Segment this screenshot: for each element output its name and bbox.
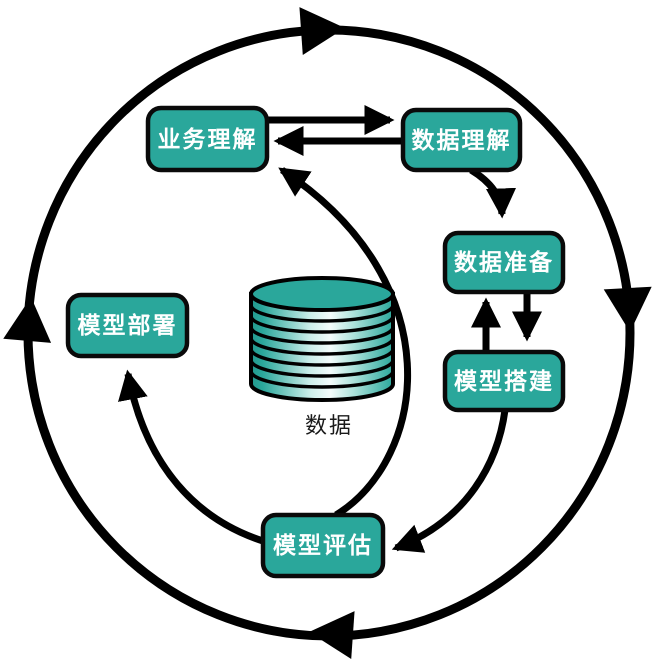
outer-cycle-arrowhead-top [299,7,345,56]
database-stripe [249,315,395,334]
database-stripe [249,348,395,367]
node-model-evaluation: 模型评估 [260,512,386,579]
node-model-building-box [442,349,566,413]
database-stripe [249,326,395,345]
node-model-deployment: 模型部署 [65,292,190,359]
database-stripe [249,304,395,323]
node-data-preparation-box [442,230,566,295]
outer-cycle-arrowhead-right [603,286,652,332]
node-model-evaluation-box [260,512,386,579]
node-data-understanding-label: 数据理解 [412,127,512,153]
database-stripe [249,370,395,389]
database-stripe [249,359,395,378]
node-business-understanding: 业务理解 [145,105,270,173]
database-cylinder-top [249,276,395,312]
database-stripe [249,337,395,356]
node-business-understanding-box [145,105,270,173]
edge-model-evaluation-to-business [278,167,412,518]
database-label: 数据 [305,413,353,438]
node-data-understanding-box [400,107,523,173]
outer-cycle-arrowhead-left [3,297,52,343]
node-business-understanding-label: 业务理解 [158,126,258,152]
node-data-understanding: 数据理解 [400,107,523,173]
node-model-building-label: 模型搭建 [454,368,554,394]
outer-cycle-arrowhead-bottom [309,611,355,660]
node-model-building: 模型搭建 [442,349,566,413]
edge-data-understanding-to-data-preparation [469,166,517,219]
edge-model-building-to-model-evaluation [391,409,509,553]
node-model-evaluation-label: 模型评估 [273,532,373,558]
node-model-deployment-box [65,292,190,359]
node-model-deployment-label: 模型部署 [78,312,178,338]
node-data-preparation-label: 数据准备 [454,249,554,275]
edge-model-evaluation-to-model-deployment [118,369,265,545]
database-cylinder-icon [249,276,395,402]
node-data-preparation: 数据准备 [442,230,566,295]
